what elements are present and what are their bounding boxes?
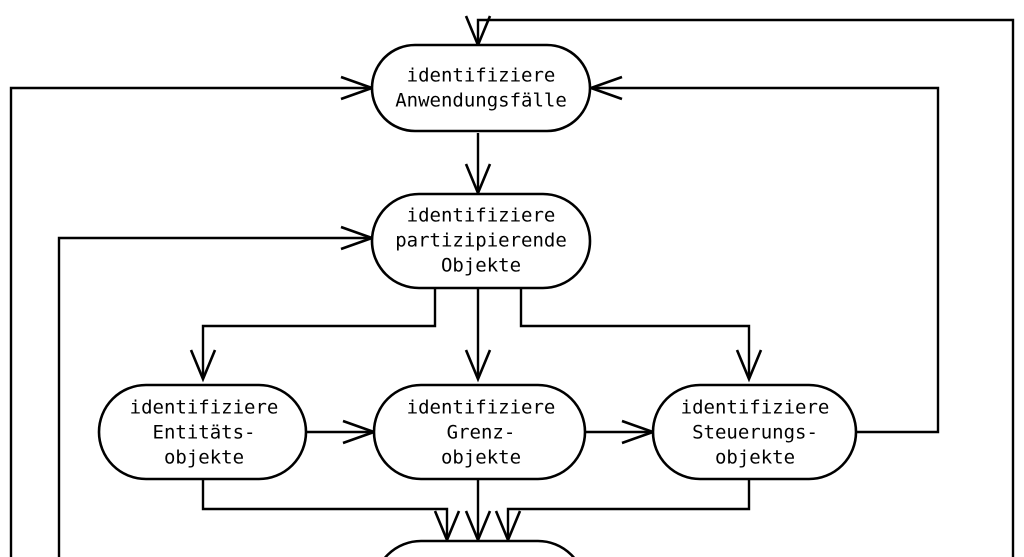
node-grenzobjekte-shape (372, 383, 587, 481)
node-grenzobjekte-line-2: Grenz- (447, 422, 516, 444)
node-grenzobjekte-line-3: objekte (441, 447, 521, 469)
arrowhead-steuerungsobjekte-top (735, 349, 763, 383)
arrowhead-grenzobjekte-top (464, 349, 492, 383)
node-anwendungsfaelle-line-2: Anwendungsfälle (395, 90, 567, 112)
edge-steuerungsobjekte-to-anwendungsfaelle (594, 86, 940, 434)
arrowhead-entitaetsobjekte-top (189, 349, 217, 383)
edge-partizipierende-objekte-to-entitaetsobjekte (201, 288, 437, 378)
node-steuerungsobjekte-line-1: identifiziere (681, 397, 830, 419)
node-anwendungsfaelle-line-1: identifiziere (407, 65, 556, 87)
edge-partizipierende-objekte-to-steuerungsobjekte (519, 288, 751, 378)
node-partizipierende-objekte-line-3: Objekte (441, 255, 521, 277)
node-steuerungsobjekte-line-3: objekte (715, 447, 795, 469)
node-entitaetsobjekte-line-3: objekte (164, 447, 244, 469)
node-anwendungsfaelle-shape (370, 43, 592, 133)
node-steuerungsobjekte-line-2: Steuerungs- (692, 422, 818, 444)
node-grenzobjekte[interactable]: identifiziere Grenz- objekte (372, 383, 587, 481)
edge-left-inner-to-partizipierende-objekte (57, 236, 370, 557)
node-anwendungsfaelle[interactable]: identifiziere Anwendungsfälle (370, 43, 592, 133)
node-bottom-cropped[interactable] (374, 539, 585, 557)
edge-steuerungsobjekte-to-bottom-node (506, 478, 751, 539)
node-grenzobjekte-line-1: identifiziere (407, 397, 556, 419)
edge-entitaetsobjekte-to-bottom-node (201, 478, 449, 539)
node-partizipierende-objekte-line-1: identifiziere (407, 205, 556, 227)
node-partizipierende-objekte[interactable]: identifiziere partizipierende Objekte (370, 192, 592, 290)
node-entitaetsobjekte-line-1: identifiziere (130, 397, 279, 419)
node-entitaetsobjekte-shape (97, 383, 308, 481)
node-entitaetsobjekte[interactable]: identifiziere Entitäts- objekte (97, 383, 308, 481)
node-bottom-cropped-shape (383, 539, 576, 557)
node-steuerungsobjekte-shape (651, 383, 858, 481)
node-steuerungsobjekte[interactable]: identifiziere Steuerungs- objekte (651, 383, 858, 481)
node-partizipierende-objekte-shape (370, 192, 592, 290)
edge-left-outer-to-anwendungsfaelle (9, 86, 370, 557)
edge-bottom-to-anwendungsfaelle-top (476, 18, 1015, 557)
node-partizipierende-objekte-line-2: partizipierende (395, 230, 567, 252)
node-entitaetsobjekte-line-2: Entitäts- (153, 422, 256, 444)
